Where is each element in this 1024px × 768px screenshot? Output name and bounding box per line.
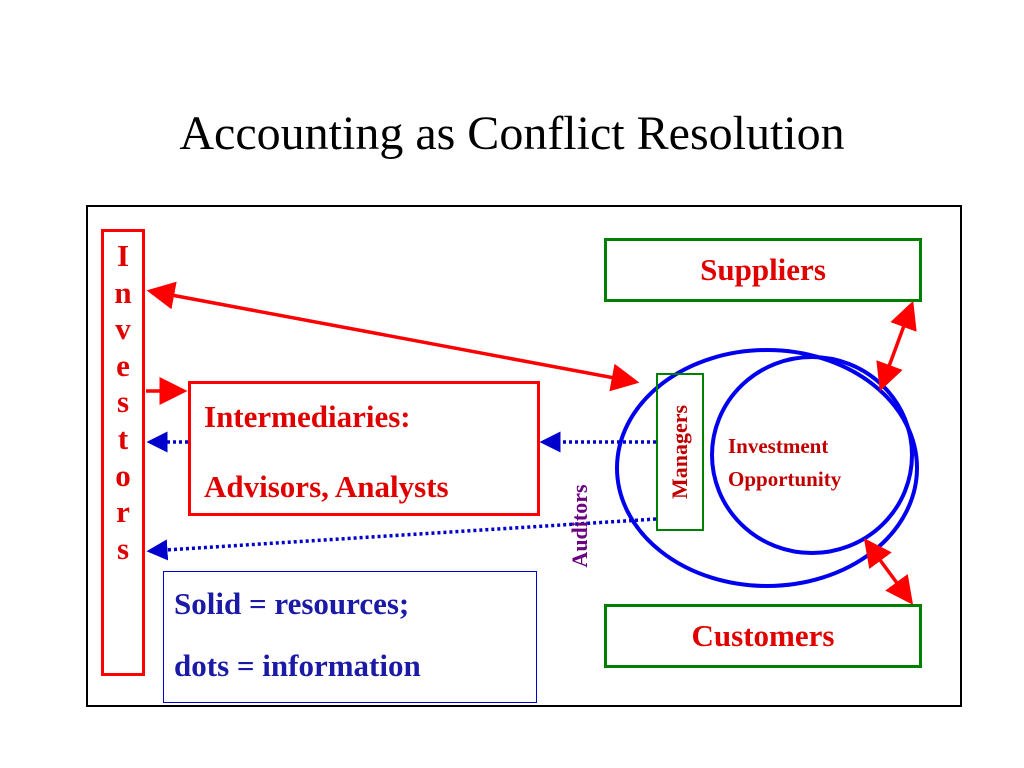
- investment-opportunity-label: Investment Opportunity: [728, 430, 888, 496]
- investors-letter: n: [114, 274, 132, 310]
- investors-label: I n v e s t o r s: [101, 238, 145, 567]
- investment-line2: Opportunity: [728, 467, 842, 491]
- investors-letter: e: [116, 347, 130, 383]
- investors-letter: r: [116, 494, 130, 530]
- customers-box: Customers: [604, 604, 922, 668]
- investment-line1: Investment: [728, 434, 829, 458]
- investors-firm-arrow: [146, 281, 640, 392]
- legend-solid-line: Solid = resources;: [174, 586, 410, 621]
- customers-label: Customers: [691, 618, 835, 653]
- suppliers-opportunity-arrow: [876, 300, 917, 392]
- intermediaries-members: Advisors, Analysts: [204, 469, 449, 504]
- managers-box: [656, 373, 704, 531]
- investors-letter: s: [116, 384, 130, 420]
- firm-outer-circle: [615, 348, 919, 588]
- intermediaries-title: Intermediaries:: [204, 399, 411, 434]
- suppliers-label: Suppliers: [700, 252, 826, 287]
- diagram-frame: [86, 205, 962, 707]
- suppliers-box: Suppliers: [604, 238, 922, 302]
- legend-box: Solid = resources; dots = information: [163, 571, 537, 703]
- managers-investors-info-arrow: [146, 517, 657, 561]
- investors-letter: v: [115, 311, 131, 347]
- slide-title: Accounting as Conflict Resolution: [179, 107, 845, 160]
- investors-letter: s: [116, 530, 130, 566]
- investors-box: [101, 229, 145, 676]
- investment-opportunity-circle: [710, 355, 914, 555]
- auditors-label: Auditors: [567, 484, 592, 568]
- legend-dots-line: dots = information: [174, 648, 421, 683]
- investors-letter: I: [116, 238, 130, 273]
- managers-label: Managers: [667, 404, 692, 500]
- investors-letter: o: [115, 457, 131, 493]
- customers-opportunity-arrow: [863, 538, 914, 605]
- investors-letter: t: [117, 420, 129, 456]
- intermediaries-box: Intermediaries: Advisors, Analysts: [188, 381, 540, 516]
